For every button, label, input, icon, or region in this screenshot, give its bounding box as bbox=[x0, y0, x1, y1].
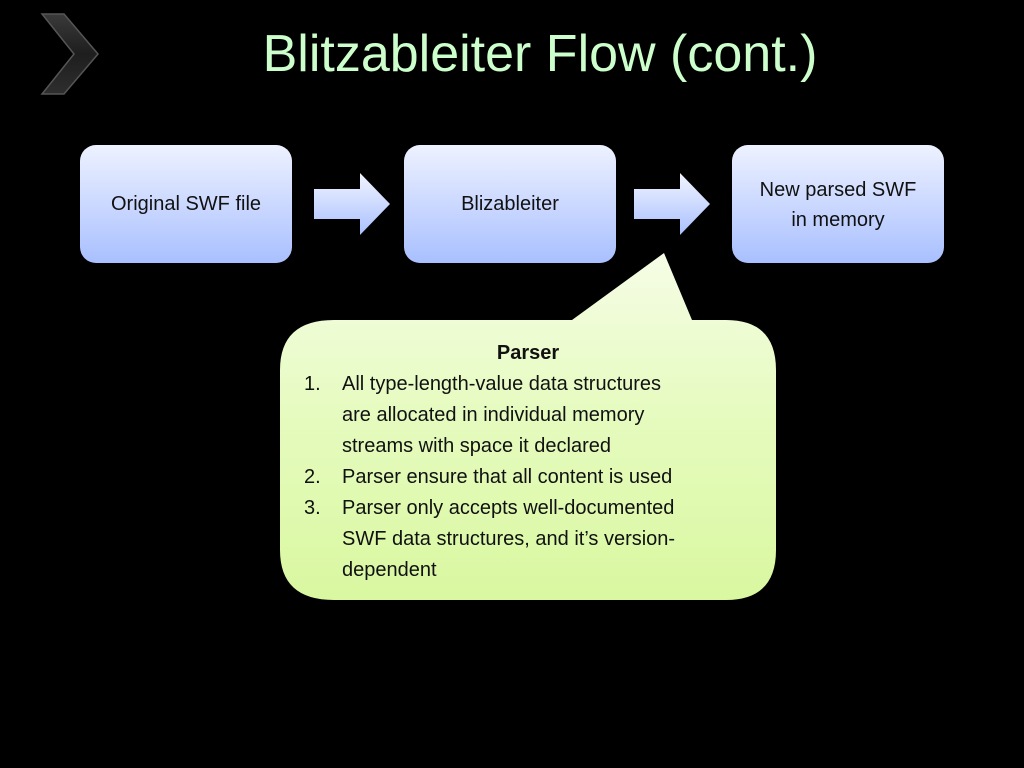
list-item-line: All type-length-value data structures bbox=[342, 373, 662, 395]
parser-callout: Parser 1. All type-length-value data str… bbox=[300, 338, 756, 586]
list-item-line: streams with space it declared bbox=[342, 435, 612, 457]
list-item-line: dependent bbox=[342, 559, 437, 581]
flow-box-label-line: New parsed SWF bbox=[759, 179, 917, 201]
arrow-right-icon bbox=[314, 173, 390, 235]
arrow-right-icon bbox=[634, 173, 710, 235]
parser-list-item: 1. All type-length-value data structures… bbox=[300, 369, 756, 462]
list-item-line: Parser only accepts well-documented bbox=[342, 497, 675, 519]
chevron-right-icon bbox=[40, 13, 99, 95]
list-item-number: 3. bbox=[304, 497, 321, 519]
parser-list: 1. All type-length-value data structures… bbox=[300, 369, 756, 586]
flow-box-label-line: in memory bbox=[791, 209, 885, 231]
flow-box-label: New parsed SWF in memory bbox=[760, 175, 917, 235]
flow-box-label: Blizableiter bbox=[461, 193, 559, 215]
flow-box-label: Original SWF file bbox=[110, 193, 262, 215]
parser-list-item: 2. Parser ensure that all content is use… bbox=[300, 462, 756, 493]
list-item-number: 1. bbox=[304, 373, 321, 395]
flow-box-original-swf: Original SWF file bbox=[80, 145, 292, 263]
list-item-number: 2. bbox=[304, 466, 321, 488]
list-item-line: SWF data structures, and it’s version- bbox=[342, 528, 676, 550]
slide-title: Blitzableiter Flow (cont.) bbox=[262, 25, 818, 83]
flow-box-new-parsed-swf: New parsed SWF in memory bbox=[732, 145, 944, 263]
list-item-line: Parser ensure that all content is used bbox=[342, 466, 673, 488]
list-item-line: are allocated in individual memory bbox=[342, 404, 645, 426]
flow-box-blizableiter: Blizableiter bbox=[404, 145, 616, 263]
parser-list-item: 3. Parser only accepts well-documented S… bbox=[300, 493, 756, 586]
parser-heading: Parser bbox=[496, 342, 560, 364]
